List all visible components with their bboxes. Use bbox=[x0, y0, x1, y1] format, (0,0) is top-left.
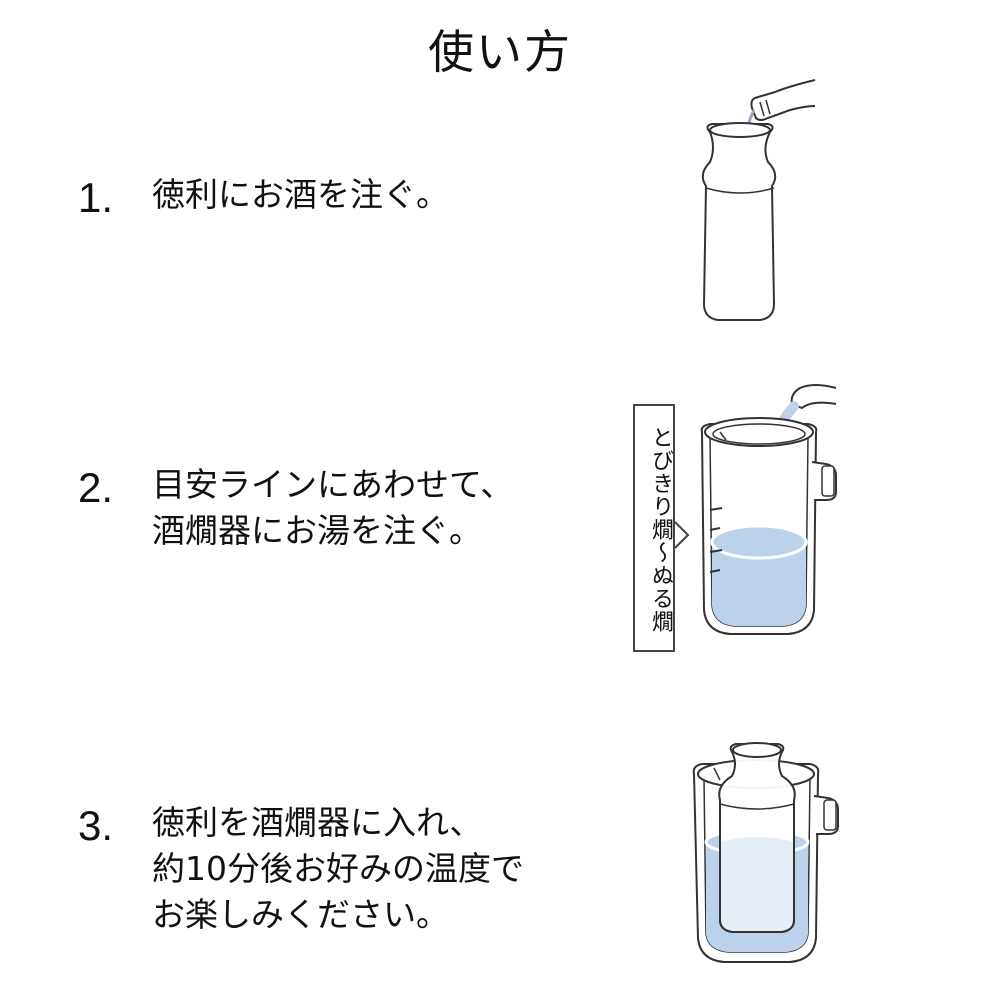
step-3: 3. 徳利を酒燗器に入れ、 約10分後お好みの温度で お楽しみください。 bbox=[78, 800, 524, 938]
guide-label-text: とびきり燗〜ぬる燗 bbox=[648, 425, 673, 633]
warmer-pour-icon bbox=[700, 384, 837, 635]
tokkuri-in-warmer-illustration bbox=[682, 734, 852, 974]
pour-sake-illustration bbox=[680, 70, 820, 330]
step-3-line-3: お楽しみください。 bbox=[152, 895, 449, 934]
step-1: 1. 徳利にお酒を注ぐ。 bbox=[78, 172, 449, 224]
step-1-text: 徳利にお酒を注ぐ。 bbox=[152, 172, 449, 218]
step-3-text: 徳利を酒燗器に入れ、 約10分後お好みの温度で お楽しみください。 bbox=[152, 800, 524, 938]
step-3-line-1: 徳利を酒燗器に入れ、 bbox=[152, 803, 483, 842]
step-3-number: 3. bbox=[78, 802, 114, 849]
guide-label-pointer bbox=[674, 520, 694, 550]
pointer-arrow-icon bbox=[674, 521, 690, 549]
step-2-line-1: 目安ラインにあわせて、 bbox=[152, 465, 514, 504]
guide-label-box: とびきり燗〜ぬる燗 bbox=[633, 404, 675, 652]
step-1-line-1: 徳利にお酒を注ぐ。 bbox=[152, 175, 449, 214]
step-2-line-2: 酒燗器にお湯を注ぐ。 bbox=[152, 511, 482, 550]
tokkuri-warmer-icon bbox=[692, 742, 839, 963]
step-3-line-2: 約10分後お好みの温度で bbox=[152, 849, 524, 888]
step-1-number: 1. bbox=[78, 174, 114, 221]
step-2-number: 2. bbox=[78, 464, 114, 511]
pour-water-illustration bbox=[690, 380, 850, 650]
tokkuri-pour-icon bbox=[701, 79, 816, 321]
step-2: 2. 目安ラインにあわせて、 酒燗器にお湯を注ぐ。 bbox=[78, 462, 513, 554]
step-2-text: 目安ラインにあわせて、 酒燗器にお湯を注ぐ。 bbox=[152, 462, 513, 554]
page-title: 使い方 bbox=[428, 25, 572, 79]
